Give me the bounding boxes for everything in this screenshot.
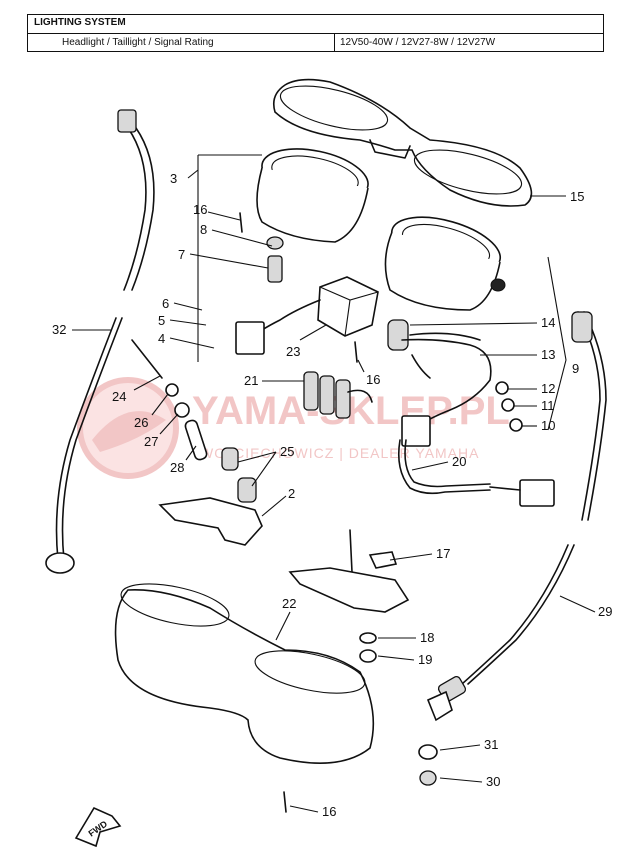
watermark-logo-swoosh — [92, 411, 166, 452]
meter-cover — [272, 78, 533, 207]
main-harness — [397, 439, 555, 507]
callout-16-upper: 16 — [193, 202, 207, 217]
meter-harness — [387, 319, 492, 447]
callout-3: 3 — [170, 171, 177, 186]
speedometer — [256, 148, 369, 283]
callout-18: 18 — [420, 630, 434, 645]
callout-26: 26 — [134, 415, 148, 430]
spec-title: LIGHTING SYSTEM — [34, 17, 126, 28]
screws — [239, 212, 358, 813]
dealer-watermark: YAMA-SKLEP.PL WOJCIECHOWICZ | DEALER YAM… — [77, 377, 510, 479]
spec-label: Headlight / Taillight / Signal Rating — [62, 37, 214, 48]
callout-15: 15 — [570, 189, 584, 204]
spec-value: 12V50-40W / 12V27-8W / 12V27W — [340, 37, 496, 48]
indicator-bulbs — [303, 371, 373, 419]
forward-arrow-icon: FWD — [74, 806, 122, 848]
callout-2: 2 — [288, 486, 295, 501]
callout-20: 20 — [452, 454, 466, 469]
watermark-main-text: YAMA-SKLEP.PL — [192, 389, 510, 433]
callout-11: 11 — [541, 398, 555, 413]
callout-8: 8 — [200, 222, 207, 237]
callout-19: 19 — [418, 652, 432, 667]
callout-27: 27 — [144, 434, 158, 449]
lower-bracket — [158, 497, 263, 546]
callout-7: 7 — [178, 247, 185, 262]
leader-lines — [72, 154, 596, 813]
mount-hardware — [131, 339, 257, 503]
tachometer-cable — [418, 311, 607, 786]
speedometer-cable — [45, 109, 155, 574]
tachometer — [384, 216, 506, 311]
meter-housing — [114, 583, 375, 764]
callout-16-lower: 16 — [322, 804, 336, 819]
callout-16-middle: 16 — [366, 372, 380, 387]
callout-12: 12 — [541, 381, 555, 396]
callout-21: 21 — [244, 373, 258, 388]
callout-32: 32 — [52, 322, 66, 337]
callout-22: 22 — [282, 596, 296, 611]
callout-13: 13 — [541, 347, 555, 362]
tach-bracket — [288, 529, 410, 663]
callout-4: 4 — [158, 331, 165, 346]
tach-small-parts — [495, 381, 523, 432]
indicator-box — [235, 276, 379, 355]
spec-separator — [334, 34, 335, 52]
callout-numbers: 15 3 16 8 7 6 5 4 32 23 14 13 9 16 21 12… — [52, 171, 612, 819]
callout-25: 25 — [280, 444, 294, 459]
callout-17: 17 — [436, 546, 450, 561]
callout-30: 30 — [486, 774, 500, 789]
callout-5: 5 — [158, 313, 165, 328]
callout-14: 14 — [541, 315, 555, 330]
callout-9: 9 — [572, 361, 579, 376]
callout-29: 29 — [598, 604, 612, 619]
lighting-spec-table: LIGHTING SYSTEM Headlight / Taillight / … — [27, 14, 604, 52]
spec-title-row: LIGHTING SYSTEM — [28, 15, 603, 34]
callout-6: 6 — [162, 296, 169, 311]
callout-10: 10 — [541, 418, 555, 433]
spec-data-row: Headlight / Taillight / Signal Rating 12… — [28, 34, 603, 52]
callout-31: 31 — [484, 737, 498, 752]
watermark-sub-text: WOJCIECHOWICZ | DEALER YAMAHA — [200, 445, 479, 461]
callout-24: 24 — [112, 389, 126, 404]
callout-23: 23 — [286, 344, 300, 359]
callout-28: 28 — [170, 460, 184, 475]
